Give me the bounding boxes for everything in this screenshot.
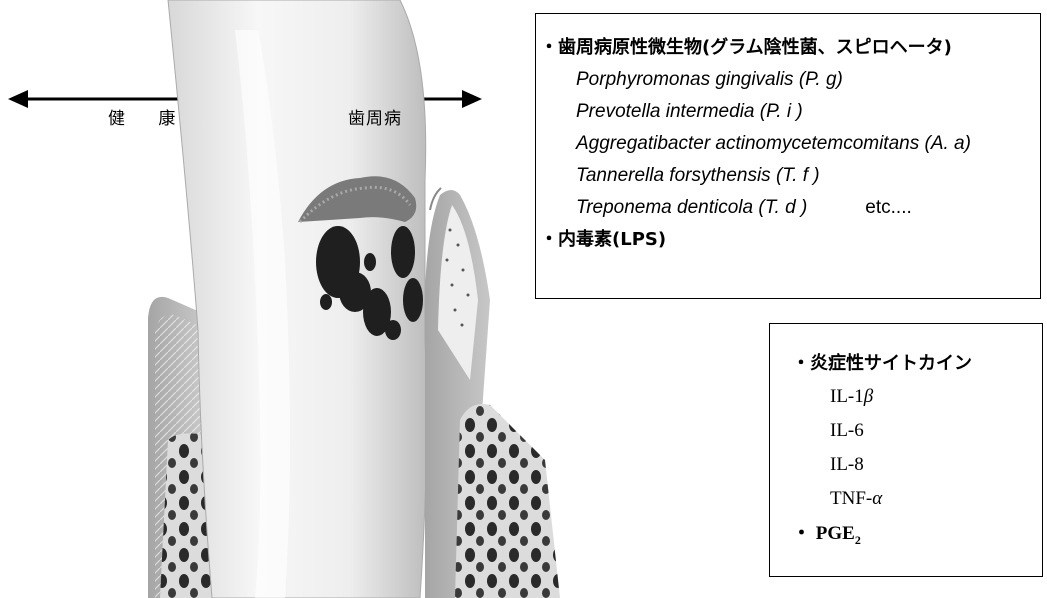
cytokine-item: IL-1β [792,380,1042,414]
cytokine-item: IL-8 [792,448,1042,482]
cytokine-name: IL-1 [830,386,864,407]
species-item: Tannerella forsythensis (T. f ) [540,160,1040,192]
cytokine-name: TNF- [830,488,872,509]
pge-label: ・ PGE [792,523,855,544]
cytokines-box: ・炎症性サイトカイン IL-1β IL-6 IL-8 TNF-α ・ PGE2 [769,323,1043,577]
cytokine-name: IL-6 [830,420,864,441]
healthy-label: 健 康 [108,104,189,129]
species-item: Prevotella intermedia (P. i ) [540,96,1040,128]
species-name: Treponema denticola (T. d ) [576,197,807,218]
cytokine-name: IL-8 [830,454,864,475]
species-item-last: Treponema denticola (T. d ) etc.... [540,192,1040,224]
etc-text: etc.... [865,197,911,218]
disease-label: 歯周病 [348,104,402,129]
greek-letter: α [872,488,882,509]
microbes-heading: ・歯周病原性微生物(グラム陰性菌、スピロヘータ) [540,32,1040,64]
cytokine-item: TNF-α [792,482,1042,516]
species-item: Aggregatibacter actinomycetemcomitans (A… [540,128,1040,160]
pge-subscript: 2 [855,533,861,547]
microbes-box: ・歯周病原性微生物(グラム陰性菌、スピロヘータ) Porphyromonas g… [535,13,1041,299]
toxin-item: ・内毒素(LPS) [540,224,1040,256]
species-item: Porphyromonas gingivalis (P. g) [540,64,1040,96]
cytokines-heading: ・炎症性サイトカイン [792,348,1042,380]
pge-item: ・ PGE2 [792,516,1042,558]
right-bone [455,404,560,598]
cytokine-item: IL-6 [792,414,1042,448]
greek-letter: β [864,386,873,407]
